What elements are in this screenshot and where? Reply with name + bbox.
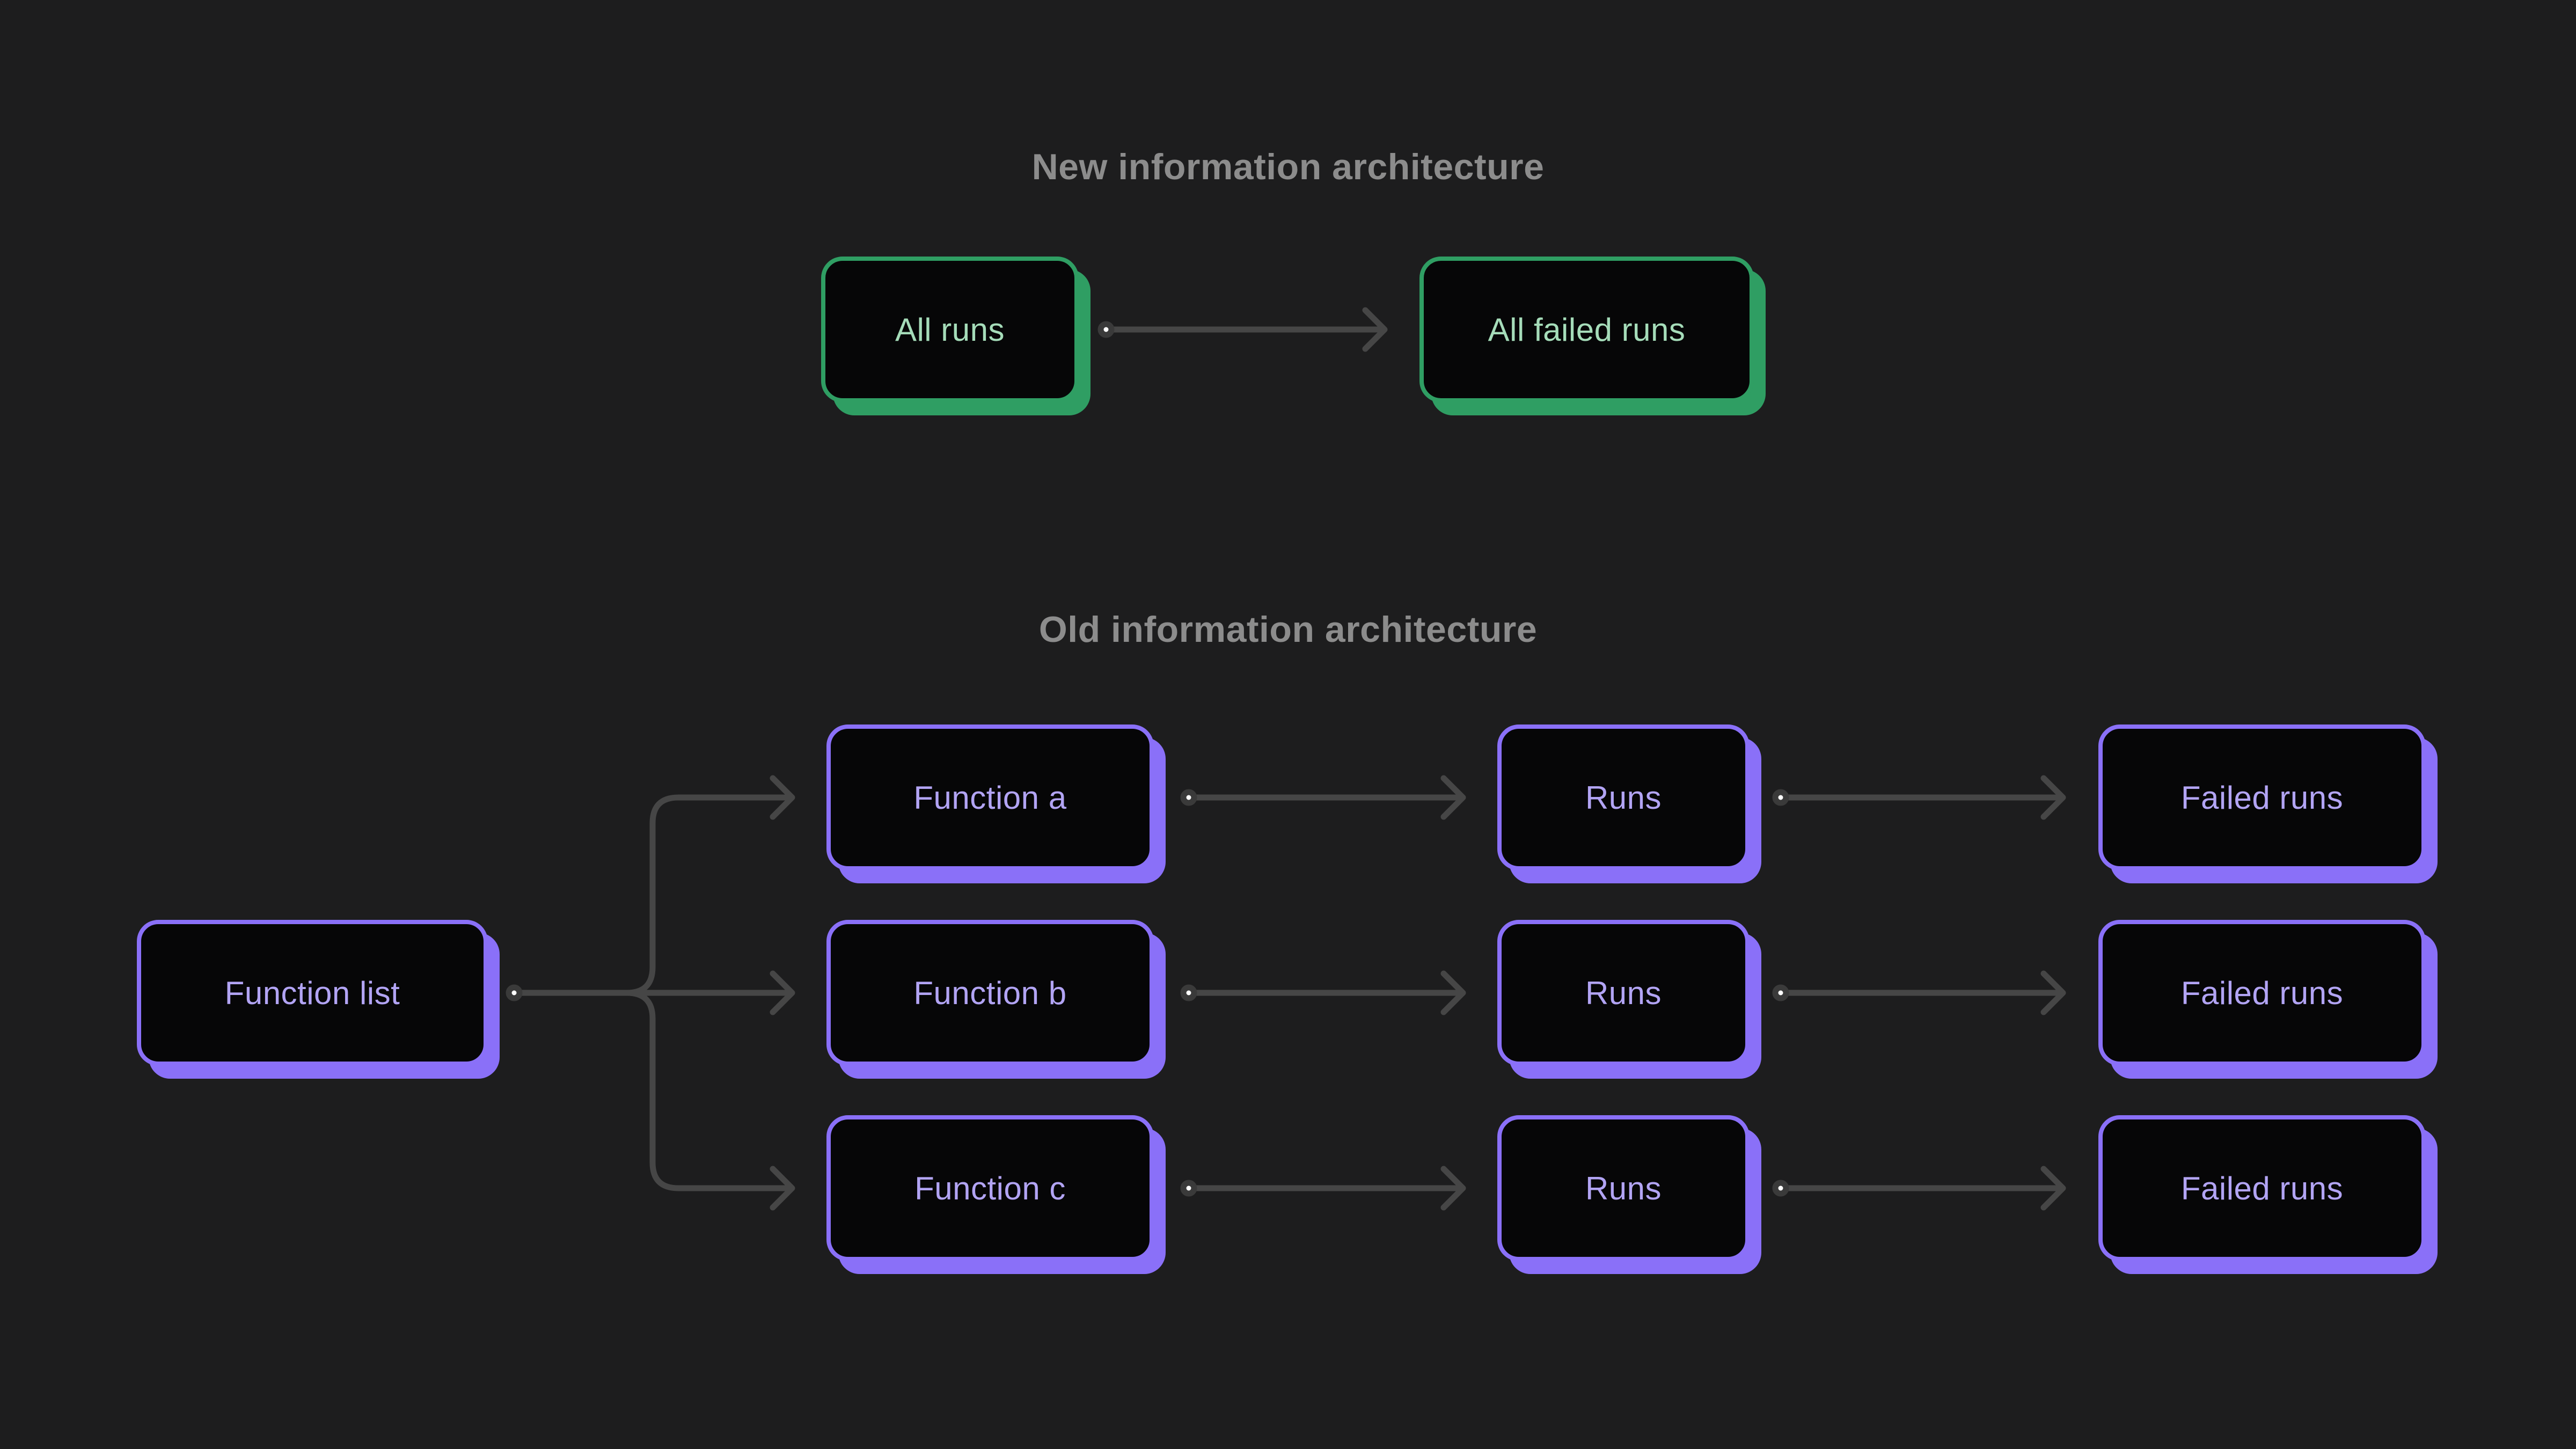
node-label: Runs [1585,975,1662,1011]
connector-dot [1180,1180,1197,1197]
arrowhead-icon [1440,1166,1466,1211]
arrowhead-icon [1440,970,1466,1015]
node-label: Failed runs [2180,1170,2344,1206]
node-label: All failed runs [1488,311,1686,348]
node-label: Runs [1585,1170,1662,1206]
branch-up-line [517,794,792,996]
node-all-runs: All runs [821,257,1079,402]
connector-dot [1180,984,1197,1001]
node-label: Failed runs [2180,779,2344,816]
connector-dot [1097,321,1115,338]
node-failed-runs-b: Failed runs [2098,920,2426,1066]
branch-down-line [517,990,792,1191]
connector-dot [1772,984,1789,1001]
node-failed-runs-a: Failed runs [2098,724,2426,870]
node-failed-runs-c: Failed runs [2098,1115,2426,1261]
new-architecture-title: New information architecture [1031,147,1545,187]
connector-dot [1180,789,1197,806]
connector-dot [1772,1180,1789,1197]
node-function-b: Function b [826,920,1154,1066]
connector-allruns-allfailedruns [1097,307,1388,352]
arrowhead-icon [770,775,795,820]
node-label: Runs [1585,779,1662,816]
node-function-c: Function c [826,1115,1154,1261]
node-label: Function list [224,975,400,1011]
arrowhead-icon [1362,307,1388,352]
node-function-a: Function a [826,724,1154,870]
connector-functionlist-branch [506,775,795,1211]
arrowhead-icon [2040,775,2066,820]
arrowhead-icon [770,970,795,1015]
node-runs-c: Runs [1497,1115,1750,1261]
node-label: Function a [913,779,1067,816]
arrowhead-icon [2040,970,2066,1015]
arrowhead-icon [2040,1166,2066,1211]
node-label: Function c [914,1170,1066,1206]
node-label: All runs [895,311,1005,348]
arrowhead-icon [1440,775,1466,820]
node-label: Function b [913,975,1067,1011]
node-label: Failed runs [2180,975,2344,1011]
old-architecture-title: Old information architecture [1038,609,1538,650]
node-runs-b: Runs [1497,920,1750,1066]
node-runs-a: Runs [1497,724,1750,870]
arrowhead-icon [770,1166,795,1211]
node-all-failed-runs: All failed runs [1419,257,1754,402]
node-function-list: Function list [137,920,488,1066]
connector-dot [1772,789,1789,806]
connector-dot [506,984,523,1001]
